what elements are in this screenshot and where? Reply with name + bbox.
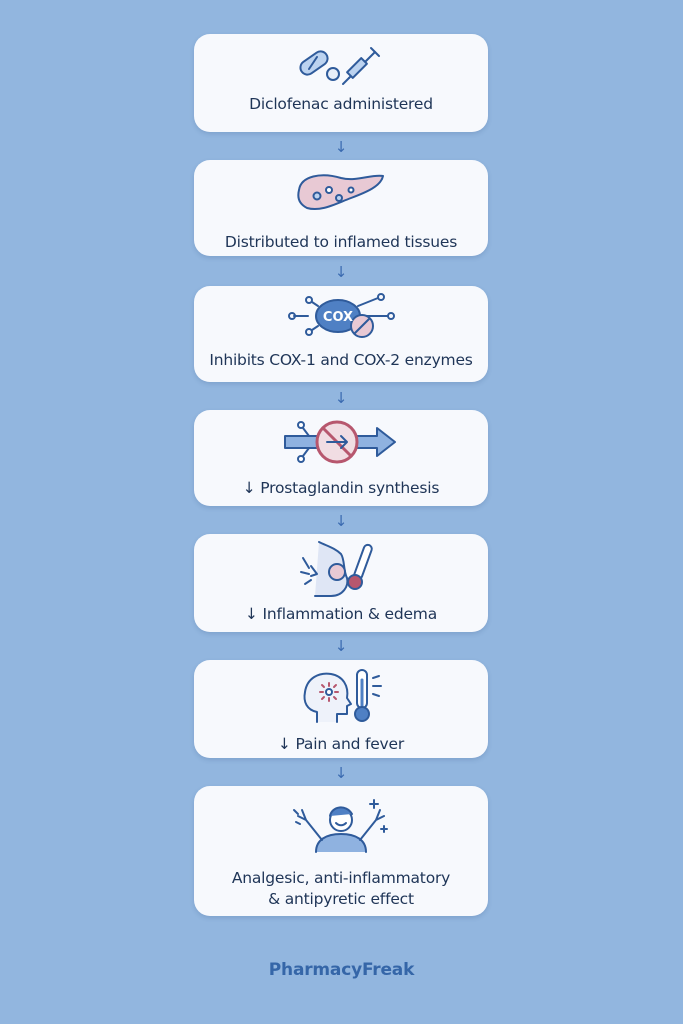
connector-arrow: ↓ — [334, 637, 348, 655]
step-label: ↓ Prostaglandin synthesis — [242, 479, 440, 497]
step-card-4: ↓ Prostaglandin synthesis — [194, 410, 488, 506]
step-label: Diclofenac administered — [249, 95, 433, 113]
connector-arrow: ↓ — [334, 512, 348, 530]
step-label-line-2: & antipyretic effect — [268, 889, 414, 908]
step-card-7: Analgesic, anti-inflammatory & antipyret… — [194, 786, 488, 916]
connector-arrow: ↓ — [334, 263, 348, 281]
connector-arrow: ↓ — [334, 389, 348, 407]
swollen-joint-icon — [300, 541, 373, 597]
blood-vessel-icon — [297, 174, 384, 210]
connector-arrow: ↓ — [334, 764, 348, 782]
pill-syringe-icon — [299, 47, 380, 85]
connector-arrow: ↓ — [334, 138, 348, 156]
step-card-2: Distributed to inflamed tissues — [194, 160, 488, 256]
step-label: Inhibits COX-1 and COX-2 enzymes — [209, 351, 473, 369]
step-card-1: Diclofenac administered — [194, 34, 488, 132]
step-label-line-1: Analgesic, anti-inflammatory — [231, 869, 451, 887]
happy-person-icon — [293, 799, 388, 853]
step-card-5: ↓ Inflammation & edema — [194, 534, 488, 632]
brand-footer: PharmacyFreak — [268, 960, 415, 980]
step-label: Distributed to inflamed tissues — [224, 233, 458, 251]
cox-enzyme-icon: COX — [288, 293, 395, 338]
blocked-pathway-icon — [284, 420, 396, 464]
step-label: ↓ Inflammation & edema — [244, 605, 437, 623]
step-card-6: ↓ Pain and fever — [194, 660, 488, 758]
cox-label: COX — [323, 310, 353, 325]
head-thermometer-icon — [303, 669, 382, 723]
step-label: ↓ Pain and fever — [277, 735, 405, 753]
step-card-3: COX Inhibits COX-1 and COX-2 enzymes — [194, 286, 488, 382]
